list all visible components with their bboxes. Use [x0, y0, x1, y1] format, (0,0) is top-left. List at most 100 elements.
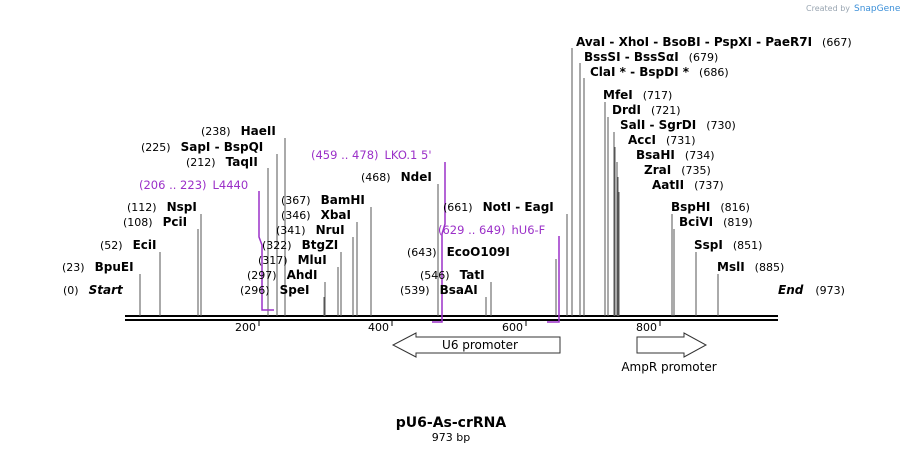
tick-label: 200: [235, 321, 256, 334]
primer-hu6f: (629 .. 649) hU6-F: [438, 223, 560, 323]
site-label: (546) TatI: [420, 268, 485, 282]
tick-label: 400: [368, 321, 389, 334]
site-label: (539) BsaAI: [400, 283, 478, 297]
site-position: (734): [685, 149, 715, 162]
site-label: SalI - SgrDI (730): [620, 118, 736, 132]
site-label: (468)NdeI: [361, 170, 432, 184]
site-name: ZraI: [644, 163, 671, 177]
feature-label: AmpR promoter: [621, 360, 716, 374]
primer-range: (629 .. 649): [438, 223, 506, 237]
site-name: HaeII: [241, 124, 276, 138]
site-name: BsaAI: [440, 283, 478, 297]
site-position: (296): [240, 284, 270, 297]
site-name: ClaI * - BspDI *: [590, 65, 690, 79]
site-position: (851): [733, 239, 763, 252]
site-label: AvaI - XhoI - BsoBI - PspXI - PaeR7I(667…: [576, 35, 852, 49]
site-position: (341): [276, 224, 306, 237]
site-name: TatI: [460, 268, 485, 282]
site-label: (108)PciI: [123, 215, 187, 229]
site-position: (225): [141, 141, 171, 154]
tick-label: 800: [636, 321, 657, 334]
site-position: (212): [186, 156, 216, 169]
site-position: (730): [706, 119, 736, 132]
site-label: (317) MluI: [258, 253, 327, 267]
site-label: (322) BtgZI: [262, 238, 338, 252]
site-position: (238): [201, 125, 231, 138]
site-label: AatII(737): [652, 178, 724, 192]
primer-lko1: (459 .. 478) LKO.1 5': [311, 148, 446, 323]
site-position: (52): [100, 239, 123, 252]
site-name: MfeI: [603, 88, 633, 102]
end-label: End(973): [778, 283, 845, 297]
site-label: (238) HaeII: [201, 124, 276, 138]
start-label: (0)Start: [63, 283, 124, 297]
site-name: BsaHI: [636, 148, 675, 162]
site-label: DrdI (721): [612, 103, 681, 117]
site-label: BssSI - BssSαI(679): [584, 50, 718, 64]
site-position: (735): [681, 164, 711, 177]
site-position: (737): [694, 179, 724, 192]
site-name: XbaI: [321, 208, 351, 222]
site-position: (717): [643, 89, 673, 102]
site-label: (346) XbaI: [281, 208, 351, 222]
site-label: (112)NspI: [127, 200, 197, 214]
site-name: SalI - SgrDI: [620, 118, 696, 132]
site-label: ZraI (735): [644, 163, 711, 177]
site-position: (367): [281, 194, 311, 207]
site-position: (546): [420, 269, 450, 282]
site-name: SapI - BspQI: [181, 140, 264, 154]
site-position: (112): [127, 201, 157, 214]
primer-name: hU6-F: [512, 223, 546, 237]
primer-range: (459 .. 478): [311, 148, 379, 162]
site-position: (539): [400, 284, 430, 297]
site-position: (108): [123, 216, 153, 229]
site-position: (661): [443, 201, 473, 214]
feature-label: U6 promoter: [442, 338, 518, 352]
site-position: (721): [651, 104, 681, 117]
site-position: (322): [262, 239, 292, 252]
primer-name: LKO.1 5': [385, 148, 432, 162]
site-name: NruI: [316, 223, 345, 237]
svg-text:(629 .. 649)hU6-F: (629 .. 649) hU6-F: [438, 223, 545, 237]
site-label: BsaHI (734): [636, 148, 715, 162]
site-position: (643): [407, 246, 437, 259]
site-position: (731): [666, 134, 696, 147]
feature-u6-promoter: U6 promoter: [391, 332, 561, 358]
site-name: DrdI: [612, 103, 641, 117]
site-labels: (23)BpuEI (52) EciI (108)PciI(112)NspI (212)…: [62, 35, 852, 297]
site-label: (367) BamHI: [281, 193, 365, 207]
site-label: (661) NotI - EagI: [443, 200, 554, 214]
site-name: EciI: [133, 238, 157, 252]
map-title: pU6-As-crRNA: [396, 415, 507, 431]
site-leaders: [139, 48, 719, 316]
site-label: (296) SpeI: [240, 283, 309, 297]
site-label: BciVI(819): [679, 215, 753, 229]
feature-ampr-promoter: AmpR promoter: [621, 332, 717, 374]
site-label: (23)BpuEI: [62, 260, 134, 274]
credit-prefix: Created by: [806, 4, 850, 13]
site-label: MfeI (717): [603, 88, 672, 102]
site-name: BamHI: [321, 193, 365, 207]
site-label: BspHI(816): [671, 200, 750, 214]
site-position: (317): [258, 254, 288, 267]
site-name: BtgZI: [302, 238, 339, 252]
site-name: SspI: [694, 238, 723, 252]
site-name: SpeI: [280, 283, 310, 297]
site-name: EcoO109I: [447, 245, 510, 259]
site-label: AccI(731): [628, 133, 696, 147]
map-length: 973 bp: [432, 431, 470, 444]
site-label: (225) SapI - BspQI: [141, 140, 263, 154]
site-position: (346): [281, 209, 311, 222]
site-name: NotI - EagI: [483, 200, 554, 214]
site-position: (667): [822, 36, 852, 49]
site-name: BciVI: [679, 215, 713, 229]
site-label: (212)TaqII: [186, 155, 258, 169]
site-label: ClaI * - BspDI * (686): [590, 65, 729, 79]
site-name: MluI: [298, 253, 327, 267]
site-position: (686): [699, 66, 729, 79]
site-position: (885): [755, 261, 785, 274]
credit-brand: SnapGene: [854, 4, 901, 14]
primer-name: L4440: [213, 178, 249, 192]
site-name: NdeI: [401, 170, 432, 184]
